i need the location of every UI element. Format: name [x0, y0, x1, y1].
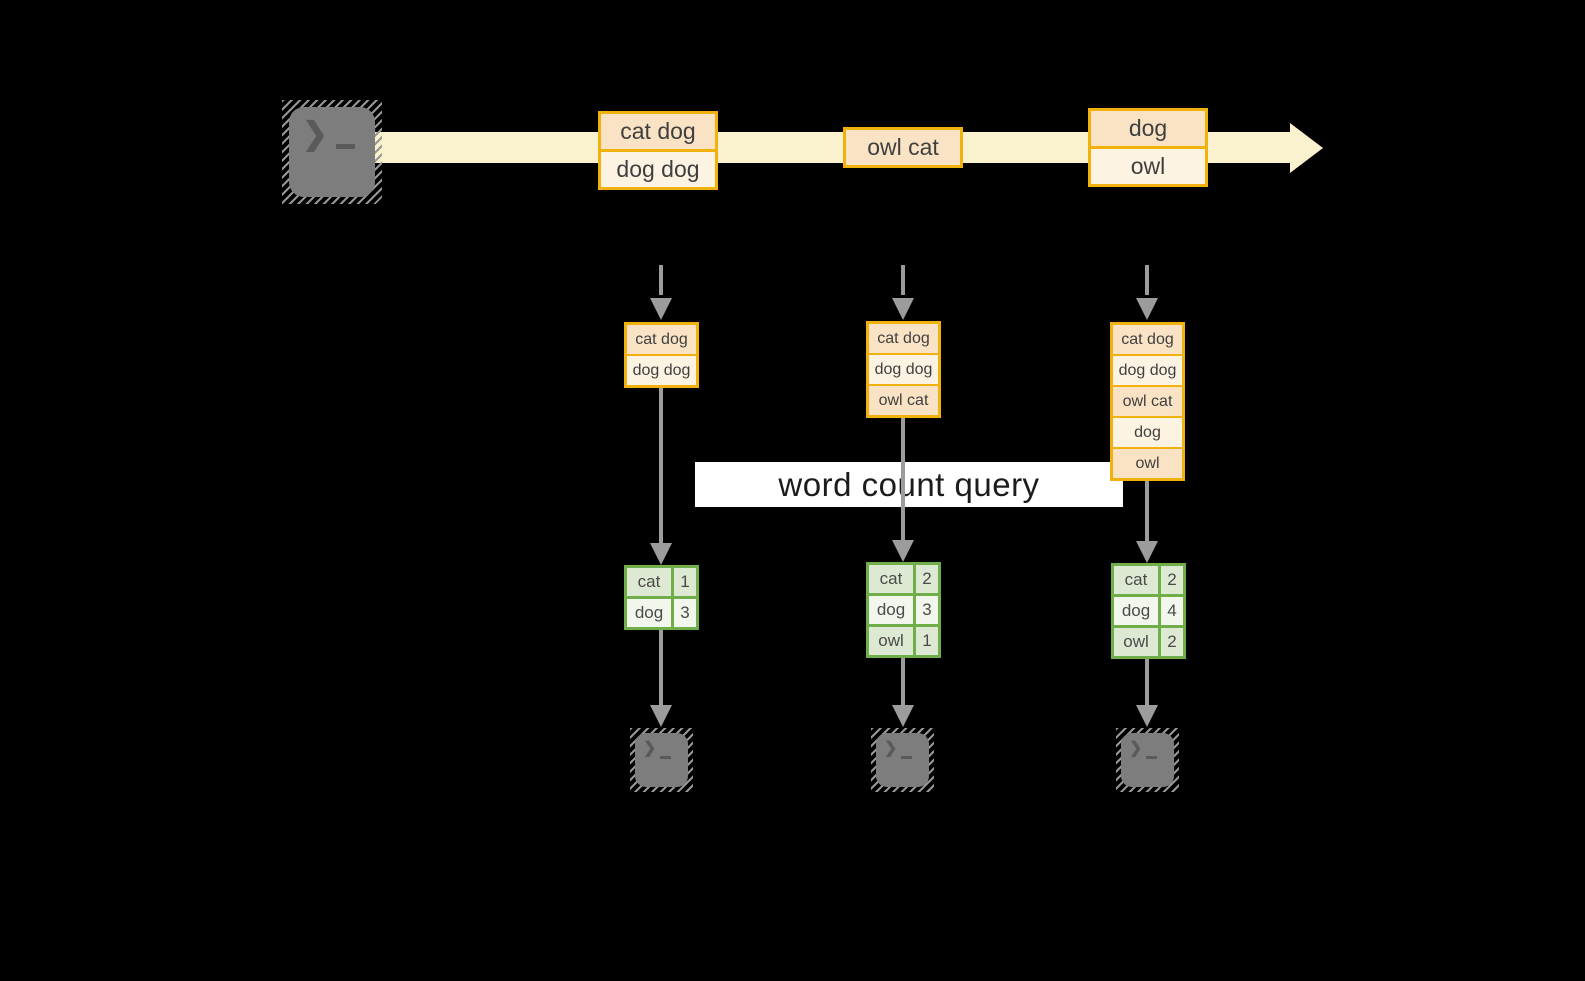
- prompt-underscore-icon: [336, 144, 355, 149]
- arrowhead-icon: [892, 540, 914, 562]
- count-word-cell: cat: [1114, 566, 1158, 594]
- buffer-row: owl cat: [1113, 387, 1182, 416]
- arrowhead-icon: [1136, 705, 1158, 727]
- arrow-table-to-terminal-1: [659, 630, 663, 705]
- table-row: cat 1: [627, 568, 696, 596]
- table-row: cat 2: [869, 565, 938, 593]
- count-value-cell: 1: [674, 568, 696, 596]
- count-value-cell: 3: [674, 599, 696, 627]
- terminal-screen: ❯: [289, 107, 375, 197]
- stream-event-text: dog dog: [601, 152, 715, 187]
- buffer-stack-3: cat dog dog dog owl cat dog owl: [1110, 322, 1185, 481]
- sink-terminal-icon-2: ❯: [871, 728, 934, 792]
- buffer-row: dog dog: [627, 356, 696, 385]
- count-word-cell: dog: [1114, 597, 1158, 625]
- buffer-row: cat dog: [869, 324, 938, 353]
- prompt-chevron-icon: ❯: [302, 116, 328, 151]
- stream-event-box-3: dog owl: [1088, 108, 1208, 187]
- arrowhead-icon: [650, 705, 672, 727]
- arrow-table-to-terminal-2: [901, 658, 905, 705]
- stream-event-text: owl: [1091, 149, 1205, 184]
- count-table-2: cat 2 dog 3 owl 1: [866, 562, 941, 658]
- table-row: dog 3: [869, 596, 938, 624]
- arrowhead-icon: [892, 705, 914, 727]
- buffer-row: dog dog: [869, 355, 938, 384]
- buffer-stack-2: cat dog dog dog owl cat: [866, 321, 941, 418]
- count-word-cell: dog: [869, 596, 913, 624]
- arrowhead-icon: [650, 543, 672, 565]
- stream-event-text: dog: [1091, 111, 1205, 146]
- terminal-screen: ❯: [1121, 733, 1174, 787]
- arrowhead-icon: [650, 298, 672, 320]
- count-word-cell: cat: [627, 568, 671, 596]
- terminal-screen: ❯: [635, 733, 688, 787]
- arrow-stack-to-table-2: [901, 418, 905, 540]
- count-value-cell: 2: [916, 565, 938, 593]
- arrow-stack-to-table-3: [1145, 481, 1149, 541]
- table-row: dog 3: [627, 599, 696, 627]
- count-word-cell: cat: [869, 565, 913, 593]
- prompt-underscore-icon: [1146, 756, 1157, 759]
- sink-terminal-icon-1: ❯: [630, 728, 693, 792]
- dashed-arrow-segment-3: [1145, 265, 1149, 295]
- source-terminal-icon: ❯: [282, 100, 382, 204]
- arrowhead-icon: [892, 298, 914, 320]
- arrow-stack-to-table-1: [659, 388, 663, 543]
- dashed-arrow-segment-1: [659, 265, 663, 295]
- sink-terminal-icon-3: ❯: [1116, 728, 1179, 792]
- buffer-row: dog dog: [1113, 356, 1182, 385]
- arrowhead-icon: [1136, 298, 1158, 320]
- table-row: dog 4: [1114, 597, 1183, 625]
- buffer-row: dog: [1113, 418, 1182, 447]
- count-table-1: cat 1 dog 3: [624, 565, 699, 630]
- query-banner-label: word count query: [778, 465, 1040, 503]
- count-word-cell: dog: [627, 599, 671, 627]
- table-row: cat 2: [1114, 566, 1183, 594]
- stream-event-text: cat dog: [601, 114, 715, 149]
- dashed-arrow-segment-2: [901, 265, 905, 295]
- buffer-row: cat dog: [1113, 325, 1182, 354]
- table-row: owl 1: [869, 627, 938, 655]
- stream-arrowhead-icon: [1290, 123, 1323, 173]
- count-value-cell: 3: [916, 596, 938, 624]
- count-word-cell: owl: [869, 627, 913, 655]
- prompt-underscore-icon: [660, 756, 671, 759]
- terminal-screen: ❯: [876, 733, 929, 787]
- prompt-chevron-icon: ❯: [884, 740, 898, 757]
- query-banner: word count query: [695, 462, 1123, 507]
- prompt-underscore-icon: [901, 756, 912, 759]
- stream-event-text: owl cat: [846, 130, 960, 165]
- table-row: owl 2: [1114, 628, 1183, 656]
- count-table-3: cat 2 dog 4 owl 2: [1111, 563, 1186, 659]
- arrowhead-icon: [1136, 541, 1158, 563]
- buffer-stack-1: cat dog dog dog: [624, 322, 699, 388]
- count-value-cell: 4: [1161, 597, 1183, 625]
- count-word-cell: owl: [1114, 628, 1158, 656]
- prompt-chevron-icon: ❯: [643, 740, 657, 757]
- buffer-row: owl: [1113, 449, 1182, 478]
- prompt-chevron-icon: ❯: [1129, 740, 1143, 757]
- count-value-cell: 1: [916, 627, 938, 655]
- buffer-row: owl cat: [869, 386, 938, 415]
- count-value-cell: 2: [1161, 628, 1183, 656]
- count-value-cell: 2: [1161, 566, 1183, 594]
- arrow-table-to-terminal-3: [1145, 659, 1149, 705]
- stream-event-box-1: cat dog dog dog: [598, 111, 718, 190]
- stream-event-box-2: owl cat: [843, 127, 963, 168]
- buffer-row: cat dog: [627, 325, 696, 354]
